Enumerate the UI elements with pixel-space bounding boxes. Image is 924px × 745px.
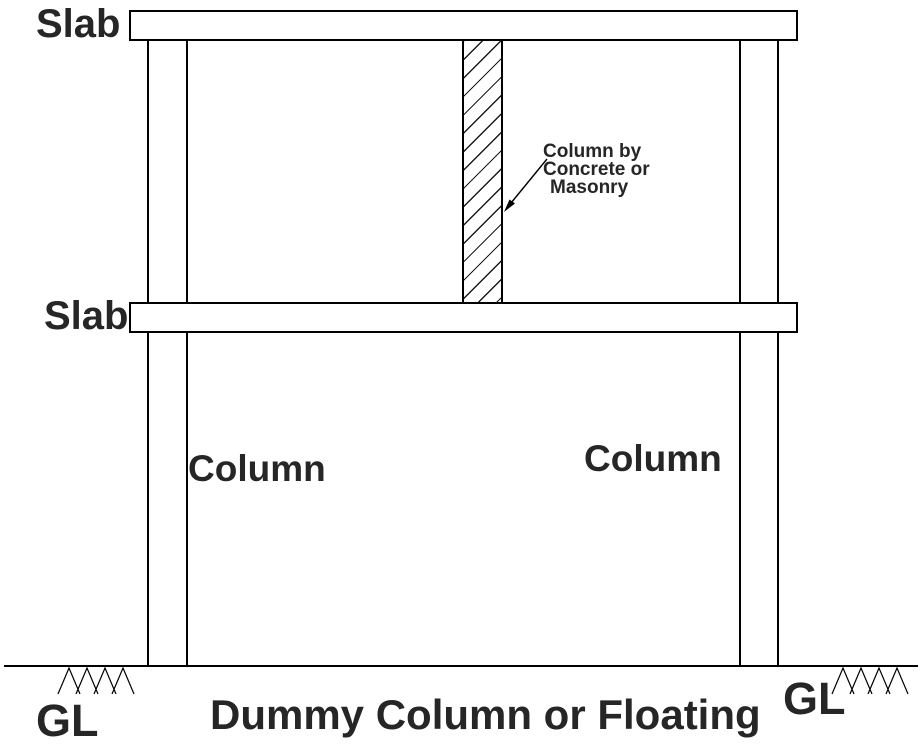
left-column-outer-line xyxy=(147,40,149,667)
ground-level-label-left: GL xyxy=(36,695,99,745)
ground-level-label-right: GL xyxy=(783,673,846,724)
right-column-inner-line xyxy=(739,40,741,667)
leader-arrow-icon xyxy=(504,158,548,212)
annotation-line-1: Column by xyxy=(543,141,642,162)
diagram-title: Dummy Column or Floating xyxy=(210,691,761,738)
top-slab xyxy=(129,10,798,41)
left-column-inner-line xyxy=(186,40,188,667)
annotation-line-3: Masonry xyxy=(550,177,629,198)
middle-slab xyxy=(129,302,798,333)
column-label-right: Column xyxy=(584,438,722,479)
slab-label-middle: Slab xyxy=(44,294,129,338)
column-label-left: Column xyxy=(188,448,326,489)
concrete-masonry-column xyxy=(462,40,503,303)
column-annotation: Column by Concrete or Masonry xyxy=(543,141,650,198)
slab-label-top: Slab xyxy=(36,2,121,46)
annotation-line-2: Concrete or xyxy=(543,159,650,180)
ground-hatch-left-icon xyxy=(57,667,135,695)
ground-hatch-right-icon xyxy=(831,667,909,695)
right-column-outer-line xyxy=(777,40,779,667)
ground-line xyxy=(4,665,918,667)
